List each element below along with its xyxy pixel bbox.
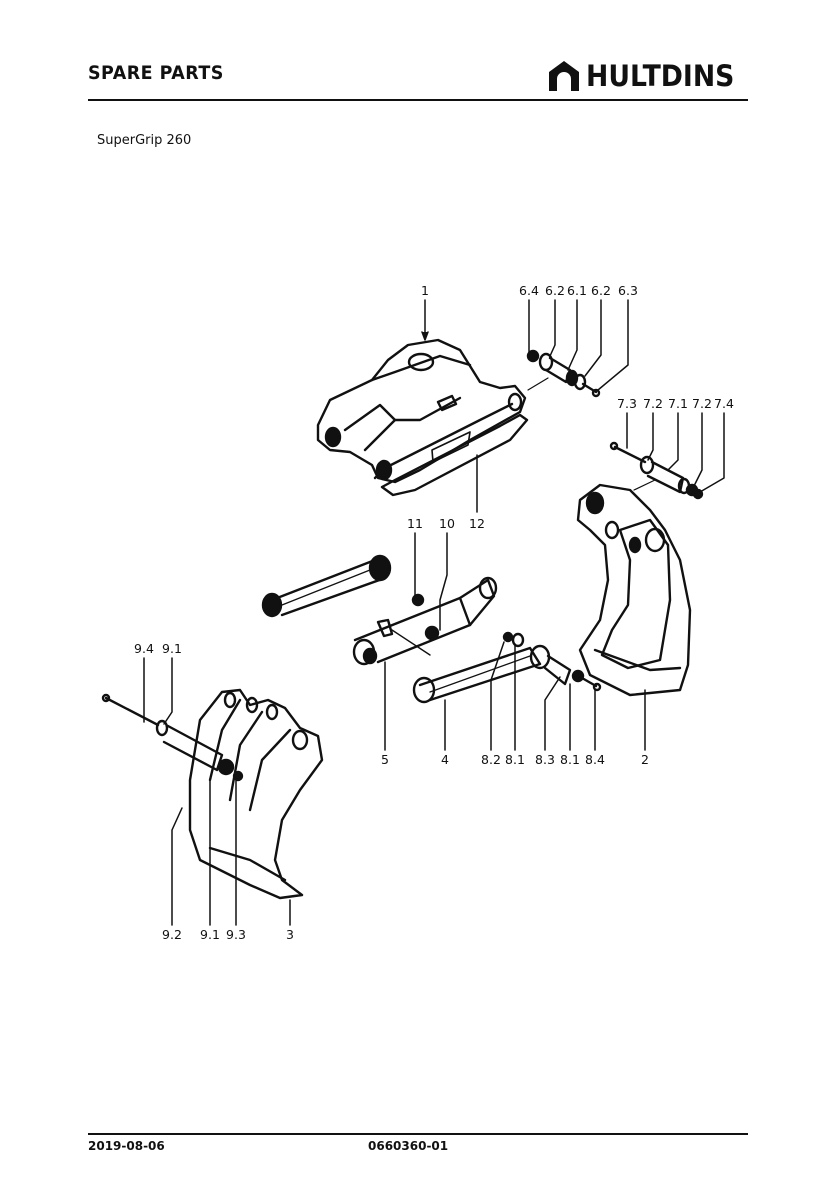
callout-9-1: 9.1 — [200, 927, 220, 942]
callout-9-3: 9.3 — [226, 927, 246, 942]
callout-8-2: 8.2 — [481, 752, 501, 767]
footer-date: 2019-08-06 — [88, 1139, 165, 1153]
hultdins-logo-icon — [549, 61, 579, 91]
callout-4: 4 — [441, 752, 449, 767]
callout-11: 11 — [407, 516, 423, 531]
part-2-fixed-jaw — [576, 483, 692, 697]
callout-6-2: 6.2 — [545, 283, 565, 298]
callout-7-1: 7.1 — [668, 396, 688, 411]
part-9-pin-assembly — [101, 693, 244, 782]
brand-logo: HULTDINS — [546, 58, 747, 94]
callout-6-1: 6.1 — [567, 283, 587, 298]
callout-9-4: 9.4 — [134, 641, 154, 656]
callout-8-1: 8.1 — [505, 752, 525, 767]
page-title: SPARE PARTS — [88, 62, 224, 84]
callout-9-1: 9.1 — [162, 641, 182, 656]
callout-8-1: 8.1 — [560, 752, 580, 767]
callout-6-4: 6.4 — [519, 283, 539, 298]
callout-9-2: 9.2 — [162, 927, 182, 942]
callout-3: 3 — [286, 927, 294, 942]
document-number: 0660360-01 — [368, 1139, 449, 1153]
callout-2: 2 — [641, 752, 649, 767]
part-4-link-arm — [412, 631, 602, 704]
callout-7-2: 7.2 — [692, 396, 712, 411]
brand-name: HULTDINS — [586, 59, 735, 93]
header-divider — [88, 99, 748, 101]
leader-lines — [143, 299, 725, 926]
callout-1: 1 — [421, 283, 429, 298]
callout-6-3: 6.3 — [618, 283, 638, 298]
part-3-tines — [188, 688, 324, 900]
callout-8-4: 8.4 — [585, 752, 605, 767]
callout-10: 10 — [439, 516, 455, 531]
product-name: SuperGrip 260 — [97, 133, 192, 148]
callout-7-4: 7.4 — [714, 396, 734, 411]
cylinder-rod-upper — [261, 554, 392, 618]
part-1-frame — [316, 338, 529, 497]
callout-7-3: 7.3 — [617, 396, 637, 411]
callout-6-2: 6.2 — [591, 283, 611, 298]
callout-7-2: 7.2 — [643, 396, 663, 411]
part-5-cylinder — [352, 576, 498, 666]
footer-divider — [88, 1133, 748, 1135]
callout-8-3: 8.3 — [535, 752, 555, 767]
callout-5: 5 — [381, 752, 389, 767]
part-6-pin-assembly — [526, 349, 601, 398]
callout-12: 12 — [469, 516, 485, 531]
